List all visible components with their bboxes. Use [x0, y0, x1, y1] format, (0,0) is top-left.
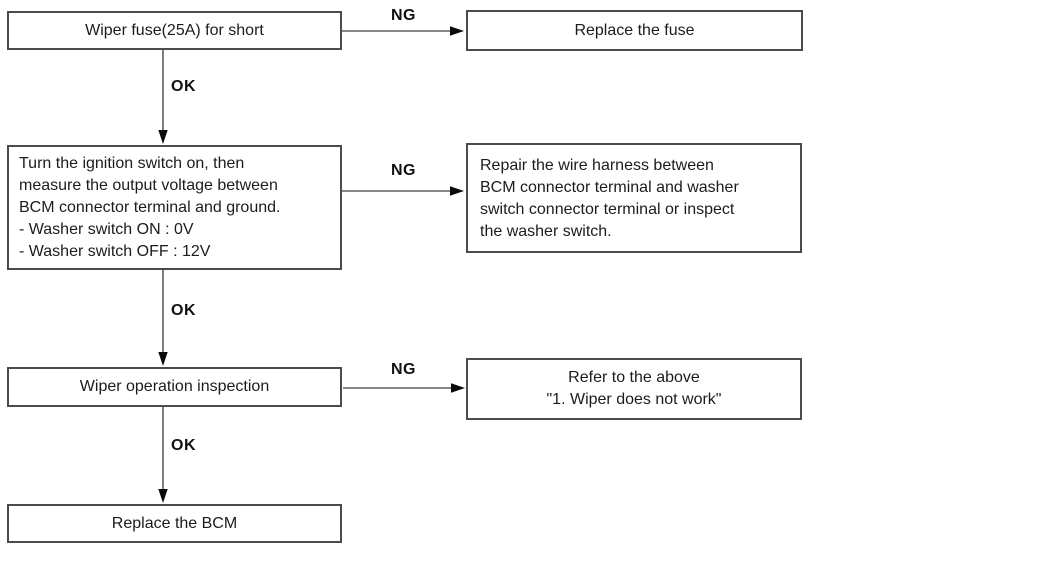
node-refer-above: Refer to the above "1. Wiper does not wo…: [466, 358, 802, 420]
edge-label-ng-1: NG: [391, 7, 416, 24]
node-repair-harness: Repair the wire harness between BCM conn…: [466, 143, 802, 253]
node-replace-fuse-text: Replace the fuse: [574, 21, 695, 39]
edge-label-ok-1: OK: [171, 78, 196, 95]
node-replace-bcm: Replace the BCM: [7, 504, 342, 543]
connector-ok-2: [158, 270, 168, 366]
connector-ok-1: [158, 50, 168, 144]
connector-ng-3: [343, 383, 465, 393]
edge-label-ng-2: NG: [391, 162, 416, 179]
node-wiper-operation-inspection-text: Wiper operation inspection: [79, 378, 270, 395]
connector-ok-3: [158, 407, 168, 503]
node-wiper-fuse-check-text: Wiper fuse(25A) for short: [85, 21, 264, 39]
node-ignition-voltage-check: Turn the ignition switch on, then measur…: [7, 145, 342, 270]
node-refer-above-text: Refer to the above "1. Wiper does not wo…: [546, 369, 722, 408]
edge-label-ng-3: NG: [391, 361, 416, 378]
node-ignition-voltage-check-text: Turn the ignition switch on, then measur…: [19, 155, 281, 260]
node-replace-bcm-text: Replace the BCM: [111, 514, 238, 532]
node-wiper-fuse-check: Wiper fuse(25A) for short: [7, 11, 342, 50]
connector-ng-1: [342, 26, 464, 36]
edge-label-ok-3: OK: [171, 437, 196, 454]
node-replace-fuse: Replace the fuse: [466, 10, 803, 51]
node-repair-harness-text: Repair the wire harness between BCM conn…: [480, 157, 739, 240]
edge-label-ok-2: OK: [171, 302, 196, 319]
connector-ng-2: [342, 186, 464, 196]
node-wiper-operation-inspection: Wiper operation inspection: [7, 367, 342, 407]
